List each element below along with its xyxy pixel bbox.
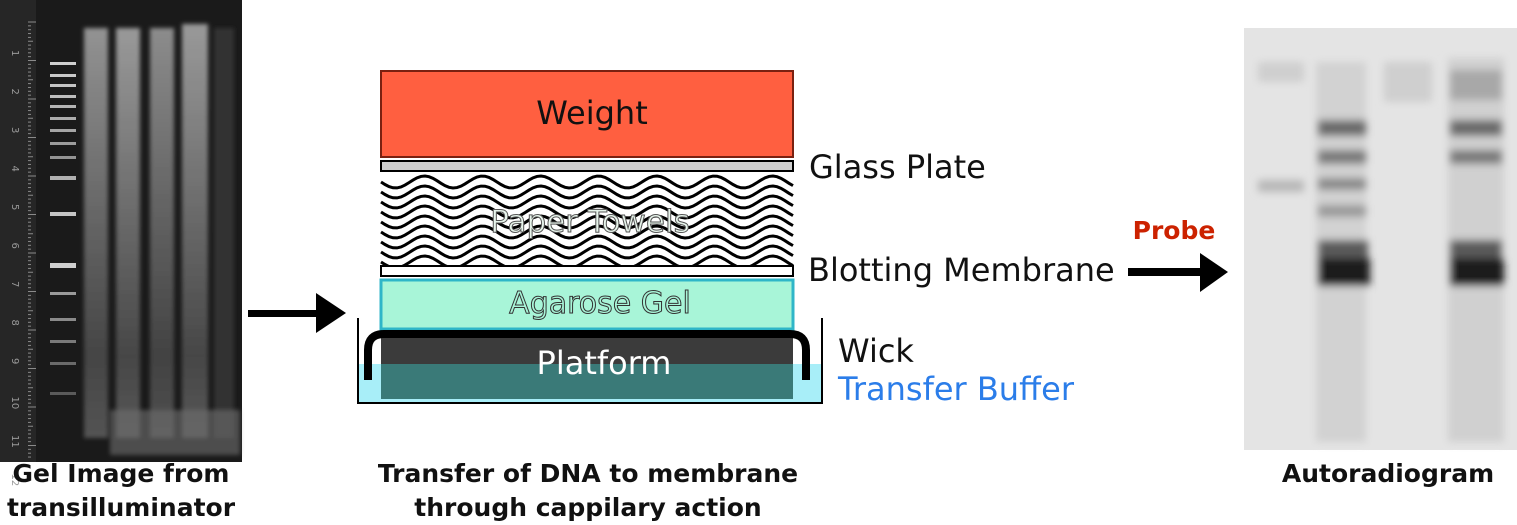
autoradiogram-image — [1244, 28, 1517, 450]
paper-towel-layer — [380, 174, 794, 190]
ruler-label: 12 — [9, 474, 20, 487]
platform-label: Platform — [537, 344, 672, 382]
gel-caption-line-2: transilluminator — [6, 493, 236, 522]
transfer-buffer-label: Transfer Buffer — [837, 370, 1075, 408]
ruler-label: 10 — [9, 397, 20, 410]
weight-label: Weight — [536, 94, 647, 132]
ruler-label: 8 — [9, 320, 20, 326]
probe-label: Probe — [1133, 216, 1216, 245]
gel-caption-line-1: Gel Image from — [12, 459, 230, 488]
agarose-gel-label: Agarose Gel — [509, 286, 691, 321]
paper-towel-layer — [380, 224, 794, 240]
paper-towel-layer — [380, 204, 794, 220]
wick — [364, 330, 810, 380]
paper-towel-layer — [380, 234, 794, 250]
paper-towel-layer — [380, 184, 794, 200]
buffer-tray — [357, 318, 823, 404]
arrow-to-transfer — [248, 293, 346, 333]
gel-caption: Gel Image from transilluminator — [0, 457, 242, 525]
agarose-gel — [379, 278, 795, 331]
wick-label: Wick — [838, 332, 914, 370]
dna-ladder-lane — [50, 62, 76, 395]
ruler-label: 7 — [9, 281, 20, 287]
transfer-caption-line-1: Transfer of DNA to membrane — [377, 459, 799, 488]
paper-towel-layer — [380, 214, 794, 230]
ruler-label: 5 — [9, 204, 20, 210]
transfer-caption: Transfer of DNA to membrane through capp… — [358, 457, 818, 525]
ruler-label: 4 — [9, 166, 20, 172]
ruler-label: 3 — [9, 127, 20, 133]
ruler-label: 11 — [9, 435, 20, 448]
weight-block — [380, 70, 794, 158]
paper-towels-label: Paper Towels — [490, 204, 689, 240]
ruler-label: 9 — [9, 358, 20, 364]
ruler-label: 1 — [9, 50, 20, 56]
paper-towel-layer — [380, 194, 794, 210]
ruler-label: 6 — [9, 243, 20, 249]
glass-plate — [380, 160, 794, 172]
transfer-caption-line-2: through cappilary action — [414, 493, 762, 522]
blotting-membrane-label: Blotting Membrane — [808, 251, 1115, 289]
paper-towel-layer — [380, 244, 794, 260]
sample-lanes — [84, 24, 240, 455]
probe-arrow: Probe — [1128, 216, 1228, 292]
transfer-apparatus: Weight Paper Towels Agarose Gel Platform… — [357, 70, 1115, 408]
autoradiogram-caption: Autoradiogram — [1281, 459, 1495, 488]
glass-plate-label: Glass Plate — [809, 148, 986, 186]
blotting-membrane — [380, 265, 794, 277]
ruler-label: 2 — [9, 89, 20, 95]
